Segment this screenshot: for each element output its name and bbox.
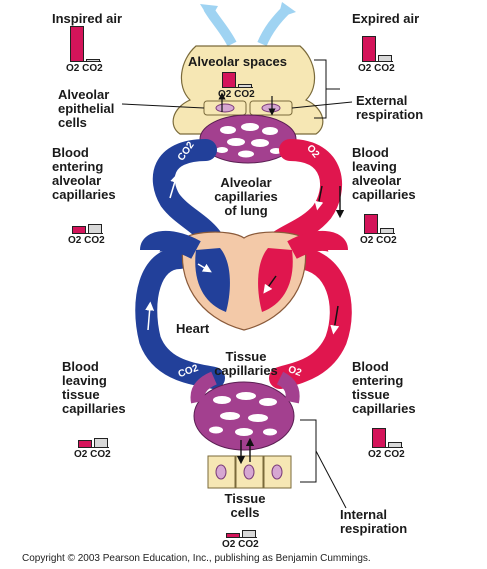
blood-leaving-tissue-label: Blood leaving tissue capillaries xyxy=(62,360,126,416)
gauge-inspired-air xyxy=(70,26,101,62)
gauge-baseline xyxy=(78,447,109,448)
gauge-label-leaving-tissue: O2 CO2 xyxy=(74,449,111,460)
internal-respiration-label: Internal respiration xyxy=(340,508,407,536)
gauge-baseline xyxy=(364,233,395,234)
external-respiration-label: External respiration xyxy=(356,94,423,122)
gauge-label-entering-alveolar: O2 CO2 xyxy=(68,235,105,246)
copyright-notice: Copyright © 2003 Pearson Education, Inc.… xyxy=(22,552,371,566)
gauge-baseline xyxy=(226,537,257,538)
blood-entering-tissue-label: Blood entering tissue capillaries xyxy=(352,360,416,416)
gauge-label-tissue-cells: O2 CO2 xyxy=(222,539,259,550)
blood-entering-alveolar-label: Blood entering alveolar capillaries xyxy=(52,146,116,202)
gauge-expired-air xyxy=(362,26,393,62)
gauge-leaving-alveolar xyxy=(364,206,395,234)
expired-air-label: Expired air xyxy=(352,12,419,26)
o2-level-bar xyxy=(362,36,376,62)
tissue-cells-label: Tissue cells xyxy=(200,492,290,520)
gauge-tissue-cells xyxy=(226,520,257,538)
gauge-label-expired: O2 CO2 xyxy=(358,63,395,74)
gauge-baseline xyxy=(72,233,103,234)
blood-leaving-alveolar-label: Blood leaving alveolar capillaries xyxy=(352,146,416,202)
o2-level-bar xyxy=(372,428,386,448)
gauge-leaving-tissue xyxy=(78,424,109,448)
inspired-air-label: Inspired air xyxy=(52,12,122,26)
gauge-label-alveolar: O2 CO2 xyxy=(218,89,255,100)
gauge-label-inspired: O2 CO2 xyxy=(66,63,103,74)
alveolar-epithelial-cells-label: Alveolar epithelial cells xyxy=(58,88,114,130)
gauge-baseline xyxy=(362,61,393,62)
gauge-alveolar xyxy=(222,66,253,88)
heart-label: Heart xyxy=(176,322,209,336)
gauge-baseline xyxy=(222,87,253,88)
o2-level-bar xyxy=(222,72,236,88)
gauge-baseline xyxy=(372,447,403,448)
o2-level-bar xyxy=(70,26,84,62)
gauge-entering-tissue xyxy=(372,420,403,448)
gauge-label-entering-tissue: O2 CO2 xyxy=(368,449,405,460)
gauge-baseline xyxy=(70,61,101,62)
tissue-capillaries-label: Tissue capillaries xyxy=(196,350,296,378)
gauge-label-leaving-alveolar: O2 CO2 xyxy=(360,235,397,246)
alveolar-capillaries-of-lung-label: Alveolar capillaries of lung xyxy=(196,176,296,218)
o2-level-bar xyxy=(364,214,378,234)
gauge-entering-alveolar xyxy=(72,210,103,234)
tissue-capillary-net xyxy=(194,382,294,450)
